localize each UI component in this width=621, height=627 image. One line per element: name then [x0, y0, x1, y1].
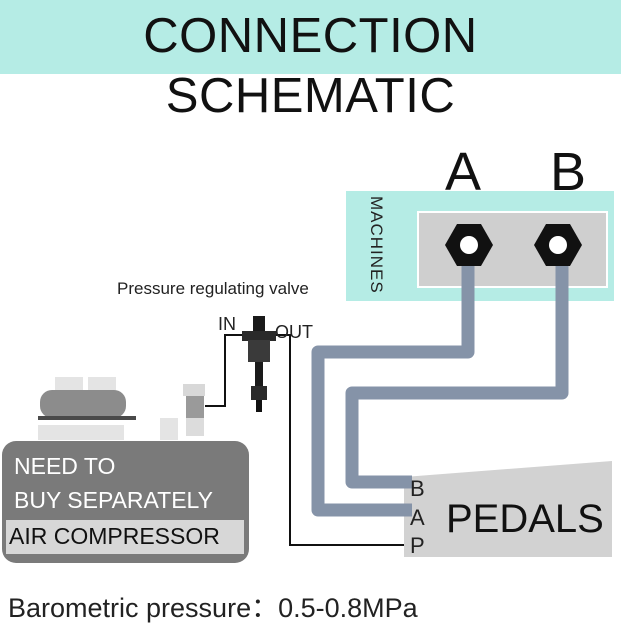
- hose-a: [311, 250, 475, 517]
- fitting-b-icon: [534, 224, 582, 266]
- air-line-out: [276, 334, 404, 546]
- machines-label: MACHINES: [367, 196, 386, 294]
- machine-port-b-label: B: [550, 142, 587, 202]
- valve-out-label: OUT: [275, 322, 313, 342]
- machine-port-a-label: A: [445, 142, 482, 202]
- title-banner: [0, 0, 621, 74]
- pedal-box: [404, 461, 612, 557]
- pressure-spec: Barometric pressure：0.5-0.8MPa: [8, 593, 418, 623]
- compressor-note-line2: BUY SEPARATELY: [14, 487, 213, 513]
- pedals-label: PEDALS: [446, 497, 604, 541]
- pressure-valve-icon: [242, 316, 276, 412]
- pedal-port-b-label: B: [410, 476, 425, 501]
- air-compressor-icon: [2, 377, 249, 563]
- pedal-port-a-label: A: [410, 505, 425, 530]
- air-line-in: [205, 334, 244, 407]
- compressor-note-line3: AIR COMPRESSOR: [9, 523, 220, 549]
- hose-b: [345, 250, 569, 489]
- compressor-note-line1: NEED TO: [14, 453, 116, 479]
- page-title: CONNECTION SCHEMATIC: [143, 9, 478, 123]
- valve-in-label: IN: [218, 314, 236, 334]
- pedal-port-p-label: P: [410, 533, 425, 558]
- fitting-a-icon: [445, 224, 493, 266]
- valve-label: Pressure regulating valve: [117, 279, 309, 298]
